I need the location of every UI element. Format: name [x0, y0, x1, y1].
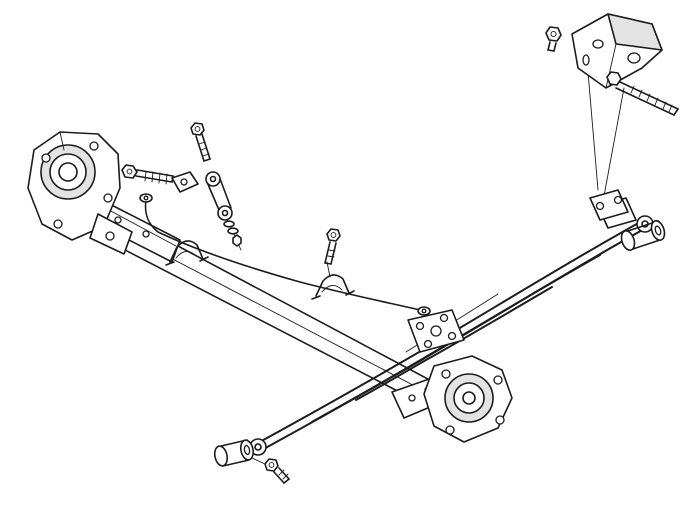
clamp-bolt	[324, 228, 341, 265]
link-mounting-bracket	[171, 171, 199, 193]
stabilizer-bar	[139, 193, 431, 316]
horizontal-bolt	[121, 164, 174, 185]
shackle-plates	[589, 189, 637, 229]
spring-eye-bushing	[213, 439, 255, 467]
bushing-bolt	[264, 458, 290, 484]
stabilizer-bar-clamp-left	[165, 240, 209, 266]
long-mounting-bolt	[606, 71, 679, 116]
link-washer	[223, 220, 235, 228]
left-axle-flange	[27, 131, 133, 255]
link-nut	[232, 234, 242, 247]
link-bolt	[190, 122, 211, 162]
right-axle-flange	[391, 355, 513, 443]
link-washer	[227, 227, 239, 235]
hanger-hex-bolt	[545, 26, 562, 52]
stabilizer-link	[205, 171, 242, 247]
spring-hanger-bracket	[571, 13, 663, 89]
shackle-bushing	[620, 220, 666, 251]
spring-mounting-plate	[407, 309, 465, 353]
stabilizer-bar-clamp-right	[311, 274, 355, 300]
